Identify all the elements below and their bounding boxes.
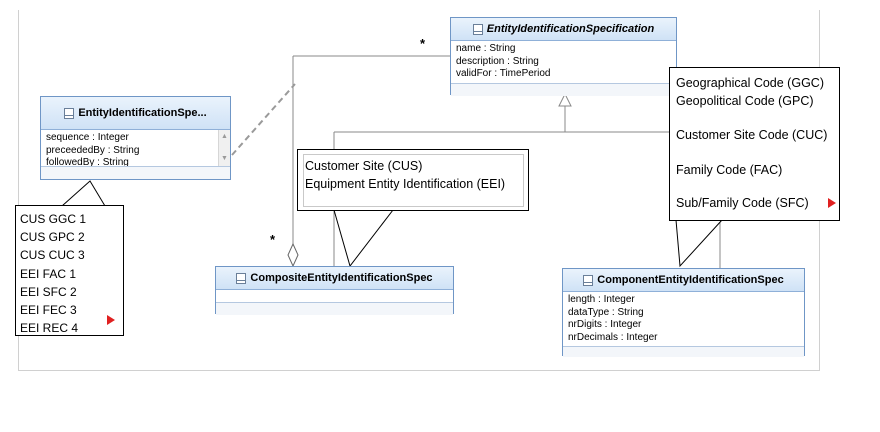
class-operations-compartment bbox=[41, 167, 230, 179]
composite-note-text: Customer Site (CUS) Equipment Entity Ide… bbox=[305, 157, 505, 193]
class-title: EntityIdentificationSpecification bbox=[486, 23, 655, 35]
composite-note-pointer bbox=[333, 209, 394, 268]
class-operations-compartment bbox=[451, 83, 676, 96]
code-entry: CUS GPC 2 bbox=[20, 230, 85, 245]
class-icon bbox=[583, 274, 594, 286]
note-line: Family Code (FAC) bbox=[676, 163, 783, 177]
note-line: Equipment Entity Identification (EEI) bbox=[305, 177, 506, 191]
generalization-arrowhead bbox=[558, 92, 572, 107]
class-attributes: name : String description : String valid… bbox=[451, 41, 676, 84]
codes-note[interactable]: CUS GGC 1 CUS GPC 2 CUS CUC 3 EEI FAC 1 … bbox=[15, 205, 124, 336]
attributes-scrollbar[interactable]: ▲ ▼ bbox=[218, 130, 230, 166]
code-entry: CUS CUC 3 bbox=[20, 248, 85, 263]
expand-arrow-icon[interactable] bbox=[107, 315, 115, 325]
class-icon bbox=[472, 23, 483, 35]
component-note[interactable]: Geographical Code (GGC) Geopolitical Cod… bbox=[669, 67, 840, 221]
attribute: nrDigits : Integer bbox=[568, 319, 642, 330]
codes-note-pointer bbox=[61, 180, 106, 207]
code-entry: EEI REC 4 bbox=[20, 321, 79, 336]
class-operations-compartment bbox=[216, 303, 453, 315]
component-entity-identification-spec-class[interactable]: ComponentEntityIdentificationSpec length… bbox=[562, 268, 805, 357]
note-line: Customer Site (CUS) bbox=[305, 159, 423, 173]
note-line: Customer Site Code (CUC) bbox=[676, 128, 828, 142]
class-attributes: sequence : Integer preceededBy : String … bbox=[41, 130, 230, 167]
attribute: followedBy : String bbox=[46, 157, 129, 167]
attribute: length : Integer bbox=[568, 294, 635, 305]
code-entry: EEI SFC 2 bbox=[20, 284, 77, 299]
note-line: Geopolitical Code (GPC) bbox=[676, 94, 814, 108]
class-header: ComponentEntityIdentificationSpec bbox=[563, 269, 804, 292]
scroll-down-icon[interactable]: ▼ bbox=[221, 154, 228, 162]
multiplicity-left: * bbox=[270, 232, 276, 247]
attribute: name : String bbox=[456, 43, 516, 54]
note-line: Geographical Code (GGC) bbox=[676, 76, 824, 90]
component-note-pointer bbox=[675, 219, 723, 268]
attribute: nrDecimals : Integer bbox=[568, 331, 658, 343]
class-title: CompositeEntityIdentificationSpec bbox=[250, 272, 433, 284]
class-attributes: length : Integer dataType : String nrDig… bbox=[563, 292, 804, 347]
composite-note[interactable]: Customer Site (CUS) Equipment Entity Ide… bbox=[297, 149, 529, 211]
entity-identification-specification-class[interactable]: EntityIdentificationSpecification name :… bbox=[450, 17, 677, 96]
association-class[interactable]: EntityIdentificationSpe... sequence : In… bbox=[40, 96, 231, 180]
attribute: sequence : Integer bbox=[46, 132, 129, 143]
class-header: EntityIdentificationSpe... bbox=[41, 97, 230, 130]
code-entry: EEI FAC 1 bbox=[20, 266, 77, 281]
attribute: description : String bbox=[456, 55, 539, 67]
class-operations-compartment bbox=[563, 347, 804, 357]
multiplicity-top: * bbox=[420, 36, 426, 51]
code-entry: EEI FEC 3 bbox=[20, 303, 77, 318]
note-line: Sub/Family Code (SFC) bbox=[676, 196, 809, 210]
class-title: ComponentEntityIdentificationSpec bbox=[597, 274, 784, 286]
class-header: EntityIdentificationSpecification bbox=[451, 18, 676, 41]
attribute: dataType : String bbox=[568, 306, 644, 318]
attribute: validFor : TimePeriod bbox=[456, 68, 551, 79]
association-class-link bbox=[231, 83, 296, 156]
expand-arrow-icon[interactable] bbox=[828, 198, 836, 208]
composite-entity-identification-spec-class[interactable]: CompositeEntityIdentificationSpec bbox=[215, 266, 454, 315]
aggregation-diamond bbox=[287, 242, 299, 268]
class-title: EntityIdentificationSpe... bbox=[78, 107, 207, 119]
attribute: preceededBy : String bbox=[46, 144, 140, 156]
class-header: CompositeEntityIdentificationSpec bbox=[216, 267, 453, 290]
class-icon bbox=[236, 272, 247, 284]
association-class-icon bbox=[64, 107, 75, 119]
code-entry: CUS GGC 1 bbox=[20, 212, 87, 226]
scroll-up-icon[interactable]: ▲ bbox=[221, 133, 228, 140]
class-attributes bbox=[216, 290, 453, 303]
